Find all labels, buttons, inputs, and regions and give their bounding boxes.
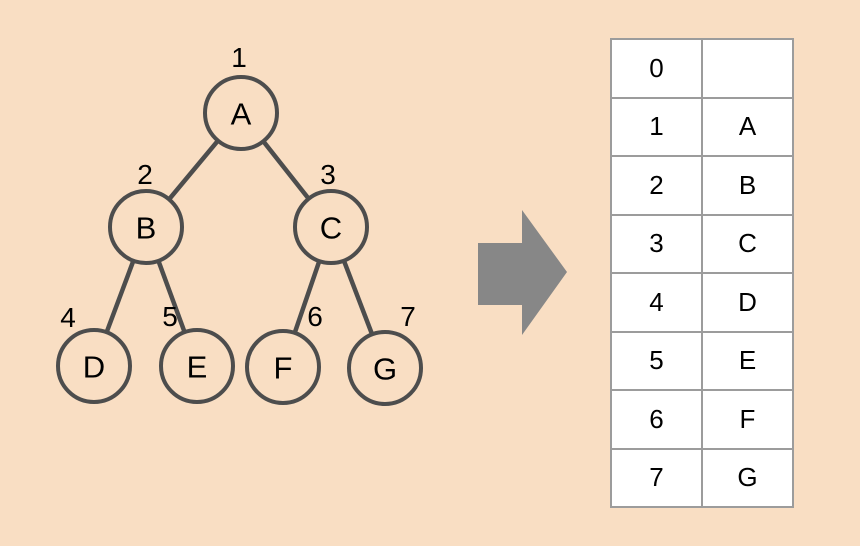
array-index-cell: 2 (610, 155, 703, 216)
node-letter-d: D (83, 350, 105, 385)
node-letter-g: G (373, 352, 397, 387)
node-letter-a: A (231, 97, 252, 132)
array-value-cell: D (701, 272, 794, 333)
array-index-cell: 7 (610, 447, 703, 508)
array-index-cell: 4 (610, 272, 703, 333)
node-index-label-5: 5 (162, 301, 178, 332)
table-row: 0 (610, 38, 794, 99)
array-index-cell: 5 (610, 330, 703, 391)
array-index-cell: 1 (610, 96, 703, 157)
tree-node-c (293, 189, 369, 265)
array-value-cell: G (701, 447, 794, 508)
tree-node-b (108, 189, 184, 265)
array-value-cell: F (701, 389, 794, 450)
array-index-cell: 0 (610, 38, 703, 99)
node-letter-e: E (187, 350, 208, 385)
array-value-cell: A (701, 96, 794, 157)
node-letter-c: C (320, 211, 342, 246)
node-index-label-4: 4 (60, 302, 76, 333)
node-letter-b: B (136, 211, 157, 246)
tree-node-e (159, 328, 235, 404)
array-value-cell: B (701, 155, 794, 216)
tree-node-a (203, 75, 279, 151)
node-index-label-3: 3 (320, 159, 336, 190)
array-value-cell: E (701, 330, 794, 391)
tree-node-f (245, 329, 321, 405)
node-index-label-6: 6 (307, 301, 323, 332)
tree-node-d (56, 328, 132, 404)
array-value-cell (701, 38, 794, 99)
array-index-cell: 3 (610, 213, 703, 274)
array-index-cell: 6 (610, 389, 703, 450)
node-index-label-7: 7 (400, 301, 416, 332)
right-arrow-icon (478, 210, 567, 335)
node-index-label-2: 2 (137, 159, 153, 190)
node-letter-f: F (274, 351, 293, 386)
tree-node-g (347, 330, 423, 406)
node-index-label-1: 1 (231, 42, 247, 73)
array-value-cell: C (701, 213, 794, 274)
